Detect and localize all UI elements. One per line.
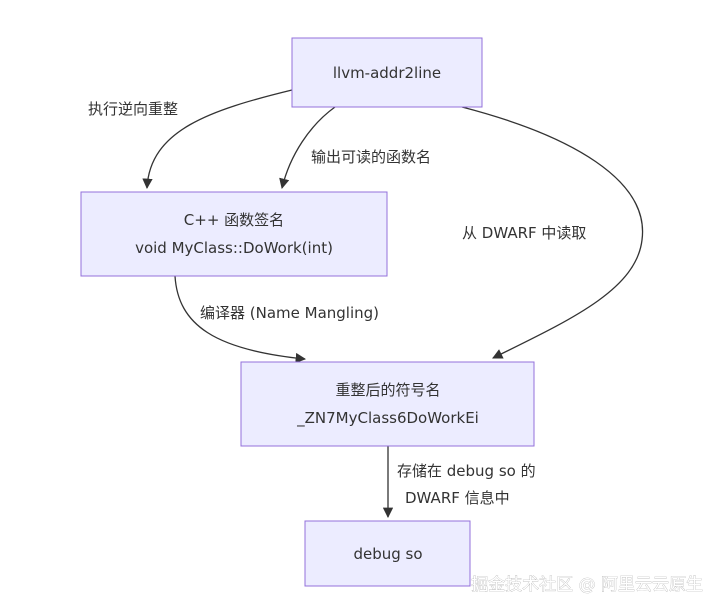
edge-label-store-dwarf-line2: DWARF 信息中 bbox=[405, 489, 510, 507]
edge-demangle bbox=[142, 89, 293, 190]
node-llvm-addr2line: llvm-addr2line bbox=[291, 37, 483, 108]
edge-label-read-dwarf: 从 DWARF 中读取 bbox=[462, 224, 586, 242]
node-debug-so: debug so bbox=[304, 520, 471, 587]
node-llvm-addr2line-box bbox=[291, 37, 483, 108]
edge-label-store-dwarf-line1: 存储在 debug so 的 bbox=[397, 462, 536, 480]
node-cpp-signature-box bbox=[80, 191, 388, 277]
watermark-text: 掘金技术社区 @ 阿里云云原生 bbox=[471, 575, 703, 595]
edge-read-dwarf bbox=[461, 106, 644, 359]
node-mangled-name: 重整后的符号名 _ZN7MyClass6DoWorkEi bbox=[240, 361, 535, 447]
node-mangled-name-line2: _ZN7MyClass6DoWorkEi bbox=[296, 409, 479, 428]
edge-label-demangle: 执行逆向重整 bbox=[88, 100, 178, 118]
node-mangled-name-box bbox=[240, 361, 535, 447]
node-mangled-name-line1: 重整后的符号名 bbox=[335, 381, 440, 399]
edge-labels: 执行逆向重整 输出可读的函数名 从 DWARF 中读取 编译器 (Name Ma… bbox=[88, 100, 586, 507]
edge-label-compiler-mangling: 编译器 (Name Mangling) bbox=[200, 304, 379, 322]
node-cpp-signature-line2: void MyClass::DoWork(int) bbox=[135, 239, 333, 257]
node-llvm-addr2line-label: llvm-addr2line bbox=[333, 64, 441, 82]
edge-label-output-readable: 输出可读的函数名 bbox=[311, 148, 431, 166]
node-debug-so-label: debug so bbox=[353, 545, 422, 563]
node-cpp-signature: C++ 函数签名 void MyClass::DoWork(int) bbox=[80, 191, 388, 277]
node-cpp-signature-line1: C++ 函数签名 bbox=[184, 211, 284, 229]
node-debug-so-box bbox=[304, 520, 471, 587]
edges bbox=[142, 89, 644, 519]
edge-output-readable bbox=[279, 106, 336, 190]
edge-compiler-mangling bbox=[174, 275, 307, 364]
